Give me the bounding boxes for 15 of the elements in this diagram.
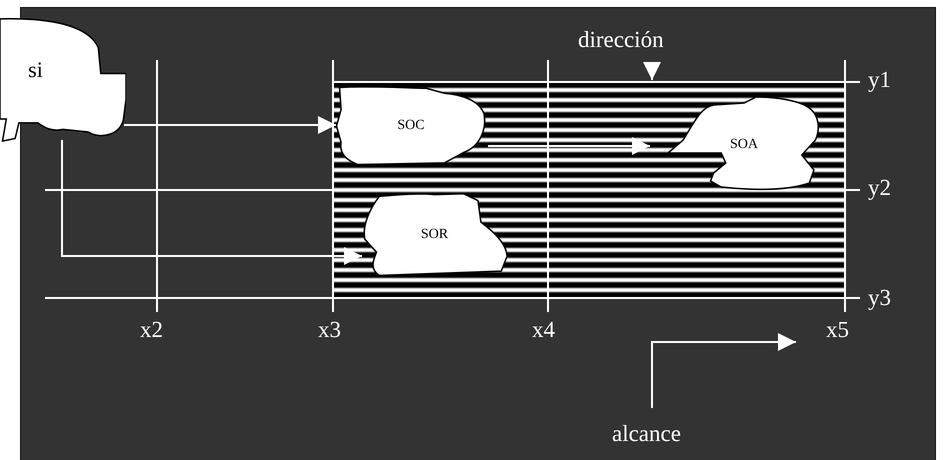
axis-label: x3	[318, 318, 341, 341]
axis-label: y1	[868, 68, 891, 91]
direction-label: dirección	[578, 28, 664, 51]
arrow	[61, 140, 362, 265]
arrow	[124, 116, 336, 134]
axis-label: x5	[826, 318, 849, 341]
range-label: alcance	[612, 422, 681, 445]
axis-label: y3	[868, 286, 891, 309]
cloud-shape: SOR	[362, 192, 507, 278]
axis-label: y2	[868, 176, 891, 199]
cloud-shape: SOC	[335, 85, 487, 167]
axis-label: x4	[532, 318, 555, 341]
cloud-shape: si	[0, 15, 126, 145]
arrow	[488, 137, 650, 155]
axis-label: x2	[140, 318, 163, 341]
